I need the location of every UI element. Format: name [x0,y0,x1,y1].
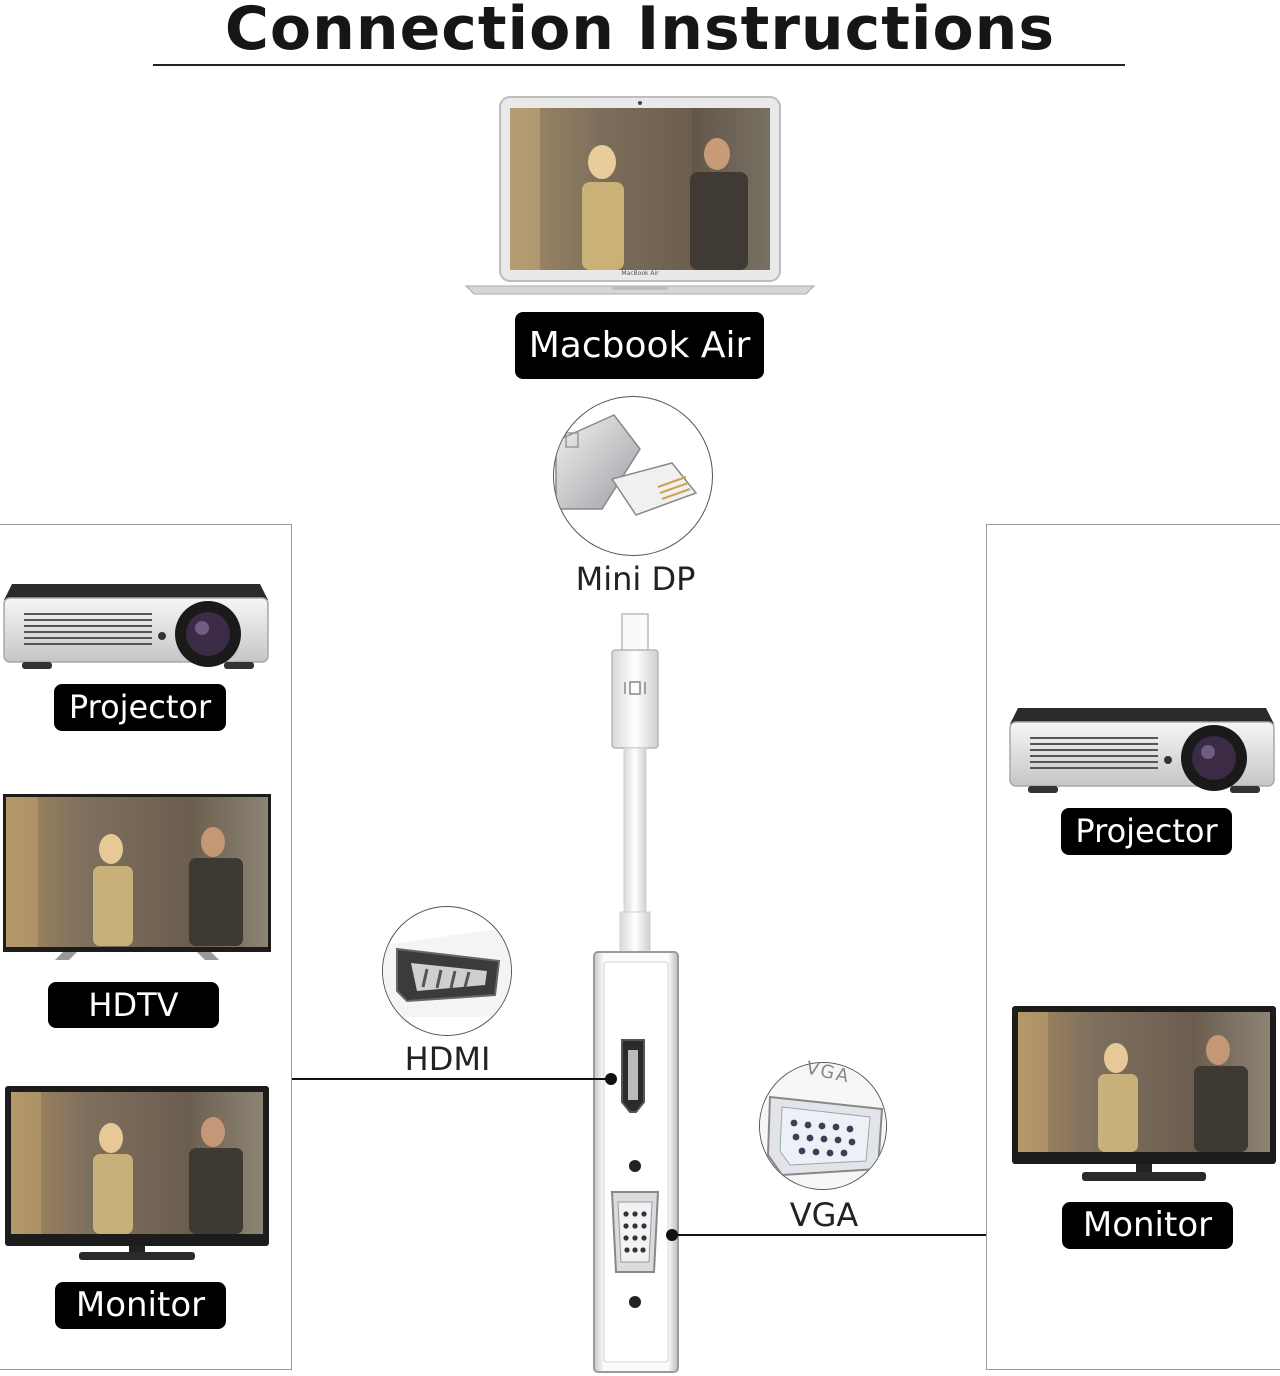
vga-connection-dot [666,1229,678,1241]
vga-bubble [759,1062,887,1190]
hdmi-connection-dot [605,1073,617,1085]
macbook-brand-text: MacBook Air [621,270,659,277]
hdmi-label: HDMI [404,1040,491,1078]
adapter-illustration [593,613,679,1373]
mini-dp-bubble [553,396,713,556]
right-projector-illustration [1009,708,1275,793]
left-hdtv-illustration [3,794,271,960]
left-monitor-badge: Monitor [55,1282,226,1329]
macbook-air-badge: Macbook Air [515,312,764,379]
right-monitor-illustration [1012,1006,1276,1181]
macbook-air-illustration [464,96,816,295]
vga-connection-line [672,1234,988,1236]
right-projector-badge: Projector [1061,808,1232,855]
left-projector-illustration [3,584,269,669]
left-hdtv-badge: HDTV [48,982,219,1028]
hdmi-plug-icon [383,927,511,1017]
left-projector-badge: Projector [54,684,226,731]
page-title: Connection Instructions [224,0,1056,64]
hdmi-bubble [382,906,512,1036]
vga-label: VGA [789,1196,859,1234]
mini-dp-plug-icon [555,414,698,516]
right-monitor-badge: Monitor [1062,1202,1233,1249]
mini-dp-label: Mini DP [575,560,696,598]
left-monitor-illustration [5,1086,269,1260]
title-underline [153,64,1125,66]
vga-plug-icon [760,1063,886,1189]
hdmi-connection-line [292,1078,612,1080]
